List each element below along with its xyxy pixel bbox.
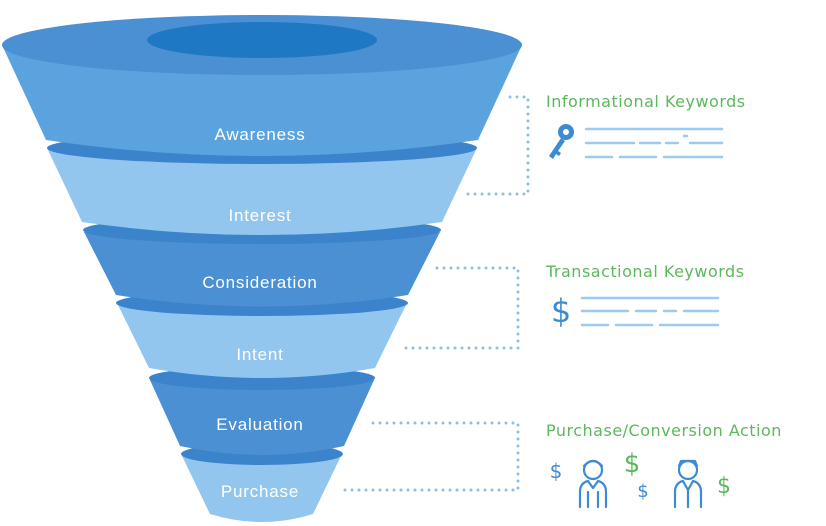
bracket-transactional xyxy=(398,266,520,350)
funnel-band-evaluation xyxy=(150,380,374,455)
bracket-purchase xyxy=(340,421,520,492)
stage-label-intent: Intent xyxy=(236,345,283,364)
woman-avatar-icon xyxy=(578,459,608,509)
funnel-band-intent xyxy=(118,305,406,378)
transactional-text-lines xyxy=(580,296,720,327)
group-title-transactional: Transactional Keywords xyxy=(546,262,745,281)
key-icon xyxy=(549,124,574,159)
funnel-hole xyxy=(147,22,377,58)
dollar-small-icon-2: $ xyxy=(637,481,648,502)
informational-text-lines xyxy=(584,127,724,159)
keyword-group-purchase: Purchase/Conversion Action xyxy=(546,421,782,440)
man-avatar-icon xyxy=(673,459,703,509)
group-title-informational: Informational Keywords xyxy=(546,92,746,111)
dollar-icon: $ xyxy=(551,292,571,330)
stage-label-purchase: Purchase xyxy=(221,482,299,501)
funnel-band-interest xyxy=(48,150,476,235)
dollar-small-icon: $ xyxy=(550,459,563,483)
stage-label-evaluation: Evaluation xyxy=(216,415,303,434)
dollar-green-icon: $ xyxy=(624,449,641,479)
stage-label-interest: Interest xyxy=(228,206,291,225)
stage-label-awareness: Awareness xyxy=(215,125,306,144)
funnel-band-awareness xyxy=(2,45,522,156)
keyword-group-transactional: Transactional Keywords xyxy=(546,262,745,281)
bracket-informational xyxy=(464,95,530,196)
funnel-band-consideration xyxy=(84,232,440,307)
group-title-purchase: Purchase/Conversion Action xyxy=(546,421,782,440)
funnel-band-purchase xyxy=(182,456,341,522)
keyword-group-informational: Informational Keywords xyxy=(546,92,746,111)
dollar-green-icon-2: $ xyxy=(717,474,731,499)
stage-label-consideration: Consideration xyxy=(202,273,317,292)
